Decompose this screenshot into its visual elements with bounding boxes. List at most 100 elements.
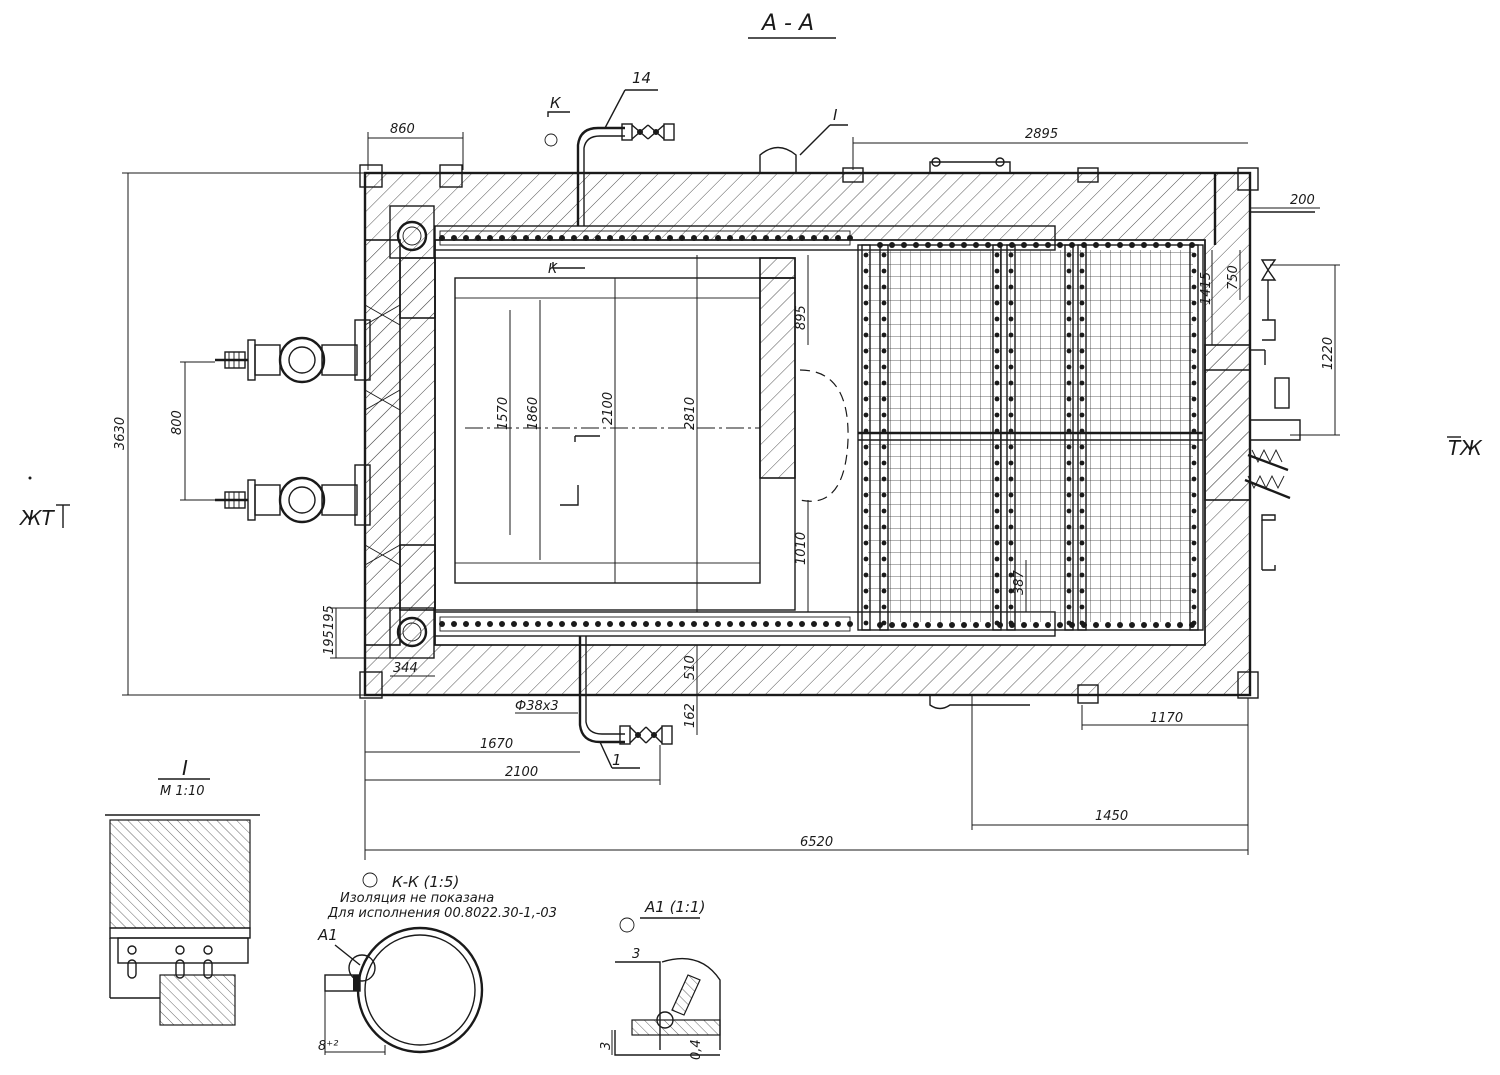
svg-text:200: 200 — [1290, 193, 1315, 208]
tube-joint — [1191, 540, 1197, 546]
tube-stub — [1141, 622, 1147, 628]
section-title: А - А — [748, 11, 836, 39]
top-lifting-lug — [929, 157, 1011, 172]
tube-joint — [994, 460, 1000, 466]
dimension-lines — [122, 132, 1340, 860]
tube-joint — [1191, 268, 1197, 274]
tube-joint — [1079, 476, 1085, 482]
tube-stub — [763, 235, 769, 241]
svg-text:750: 750 — [1226, 265, 1241, 290]
tube-joint — [1191, 476, 1197, 482]
tube-joint — [1079, 492, 1085, 498]
tube-stub — [1189, 242, 1195, 248]
tube-stub — [703, 621, 709, 627]
tube-joint — [1066, 348, 1072, 354]
tube-joint — [994, 476, 1000, 482]
tube-joint — [863, 412, 869, 418]
svg-text:8⁺²: 8⁺² — [318, 1039, 338, 1054]
tube-joint — [1008, 300, 1014, 306]
tube-stub — [751, 621, 757, 627]
tube-joint — [1008, 572, 1014, 578]
tube-joint — [1079, 300, 1085, 306]
left-wall-block — [364, 239, 436, 646]
tube-stub — [607, 621, 613, 627]
svg-text:1670: 1670 — [480, 737, 513, 752]
tube-stub — [925, 622, 931, 628]
tube-stub — [1045, 622, 1051, 628]
tube-stub — [1069, 242, 1075, 248]
tube-joint — [1079, 396, 1085, 402]
tube-joint — [1079, 252, 1085, 258]
tube-joint — [881, 540, 887, 546]
side-marker-right: ТЖ — [1447, 436, 1483, 460]
tube-joint — [863, 268, 869, 274]
tube-joint — [863, 604, 869, 610]
tube-stub — [463, 235, 469, 241]
tube-stub — [643, 235, 649, 241]
tube-stub — [877, 242, 883, 248]
svg-text:1570: 1570 — [496, 397, 511, 430]
tube-joint — [1191, 332, 1197, 338]
tube-joint — [1066, 476, 1072, 482]
tube-stub — [1009, 242, 1015, 248]
tube-joint — [863, 300, 869, 306]
tube-stub — [1129, 622, 1135, 628]
svg-text:А - А: А - А — [760, 11, 814, 36]
tube-stub — [1081, 242, 1087, 248]
tube-stub — [631, 621, 637, 627]
tube-joint — [994, 444, 1000, 450]
tube-joint — [863, 316, 869, 322]
tube-stub — [727, 621, 733, 627]
tube-joint — [994, 428, 1000, 434]
svg-text:Изоляция не показана: Изоляция не показана — [340, 891, 494, 906]
svg-text:Для исполнения 00.8022.30-1,-0: Для исполнения 00.8022.30-1,-03 — [327, 906, 557, 921]
svg-text:0,4: 0,4 — [689, 1039, 704, 1060]
svg-text:А1 (1:1): А1 (1:1) — [644, 898, 705, 916]
tube-stub — [1057, 242, 1063, 248]
tube-stub — [1141, 242, 1147, 248]
svg-text:М 1:10: М 1:10 — [160, 784, 205, 799]
tube-joint — [1079, 364, 1085, 370]
tube-joint — [994, 332, 1000, 338]
bottom-support-lug — [929, 695, 1030, 710]
tube-joint — [863, 508, 869, 514]
tube-joint — [994, 412, 1000, 418]
svg-text:2895: 2895 — [1025, 127, 1058, 142]
tube-joint — [1066, 540, 1072, 546]
tube-joint — [1066, 524, 1072, 530]
tube-joint — [1066, 588, 1072, 594]
tube-stub — [511, 621, 517, 627]
svg-text:2810: 2810 — [683, 397, 698, 430]
svg-text:3630: 3630 — [113, 417, 128, 450]
tube-joint — [1066, 268, 1072, 274]
tube-stub — [547, 235, 553, 241]
tube-joint — [1066, 284, 1072, 290]
tube-joint — [1079, 444, 1085, 450]
tube-joint — [1191, 252, 1197, 258]
tube-stub — [751, 235, 757, 241]
tube-joint — [1008, 252, 1014, 258]
tube-joint — [1066, 556, 1072, 562]
tube-stub — [1117, 622, 1123, 628]
tube-joint — [863, 332, 869, 338]
section-K-marker: К К — [544, 94, 585, 277]
tube-stub — [823, 621, 829, 627]
tube-stub — [1153, 622, 1159, 628]
tube-joint — [863, 476, 869, 482]
tube-joint — [1066, 460, 1072, 466]
svg-text:К: К — [548, 262, 558, 277]
tube-joint — [881, 492, 887, 498]
tube-joint — [994, 492, 1000, 498]
tube-joint — [881, 524, 887, 530]
tube-stub — [1081, 622, 1087, 628]
svg-text:А1: А1 — [317, 926, 338, 944]
tube-joint — [1191, 508, 1197, 514]
tube-stub — [535, 621, 541, 627]
tube-joint — [1079, 316, 1085, 322]
svg-text:162: 162 — [683, 703, 698, 728]
tube-joint — [881, 460, 887, 466]
tube-joint — [1008, 476, 1014, 482]
tube-joint — [1079, 412, 1085, 418]
tube-joint — [863, 620, 869, 626]
tube-stub — [487, 235, 493, 241]
